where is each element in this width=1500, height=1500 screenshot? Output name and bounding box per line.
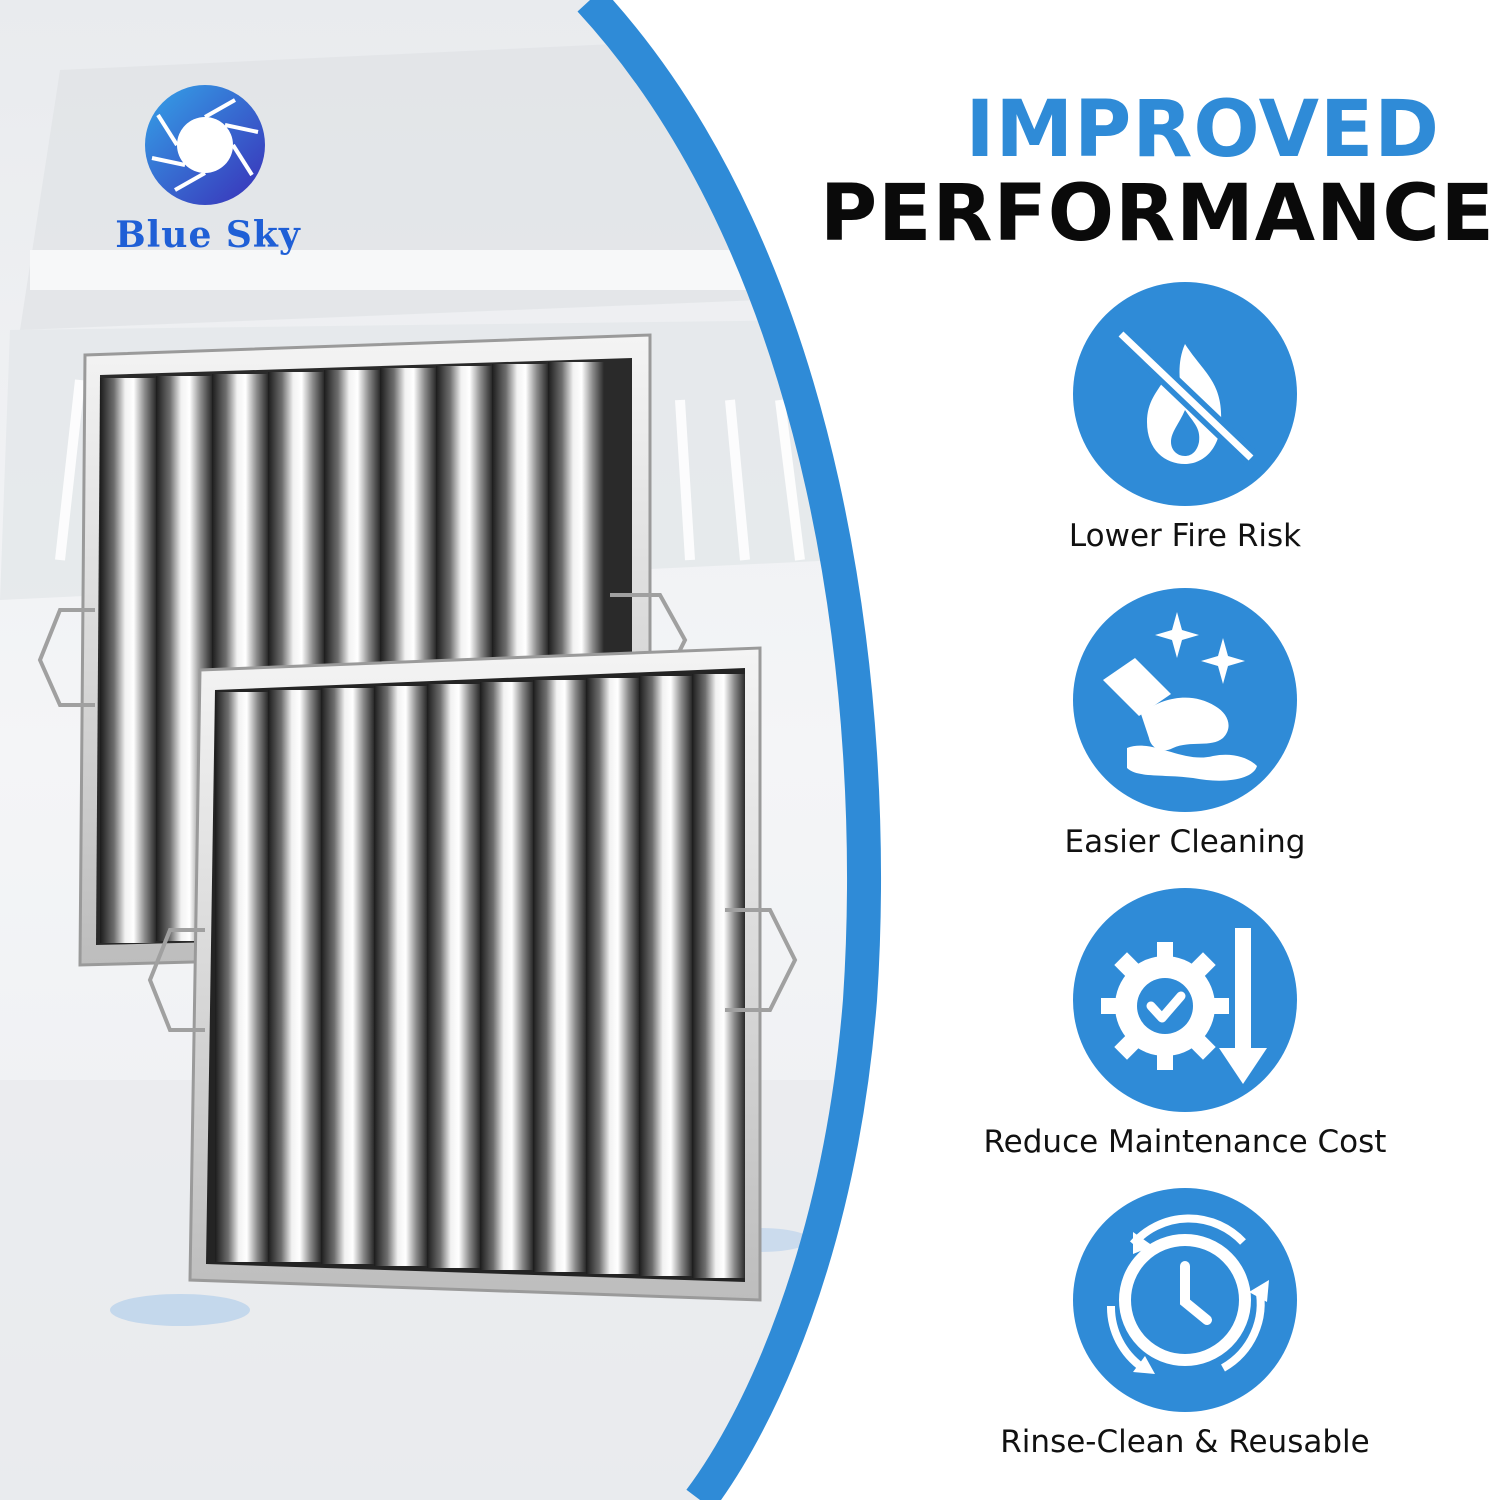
aperture-ring-logo-icon	[145, 85, 265, 205]
feature-label: Rinse-Clean & Reusable	[1000, 1424, 1370, 1460]
cleaning-sponge-icon	[1073, 588, 1297, 812]
feature-label: Easier Cleaning	[1064, 824, 1306, 860]
headline-line-1: IMPROVED	[965, 85, 1440, 175]
headline-line-2: PERFORMANCE	[820, 169, 1495, 259]
clock-reuse-cycle-icon	[1073, 1188, 1297, 1412]
gear-check-down-arrow-icon	[1073, 888, 1297, 1112]
headline: IMPROVED PERFORMANCE	[820, 85, 1495, 259]
brand-name: Blue Sky	[115, 214, 301, 256]
front-filter	[147, 646, 798, 1302]
brand-logo: Blue Sky	[88, 80, 328, 260]
no-fire-icon	[1073, 282, 1297, 506]
feature-label: Lower Fire Risk	[1068, 518, 1302, 554]
feature-label: Reduce Maintenance Cost	[983, 1124, 1387, 1160]
